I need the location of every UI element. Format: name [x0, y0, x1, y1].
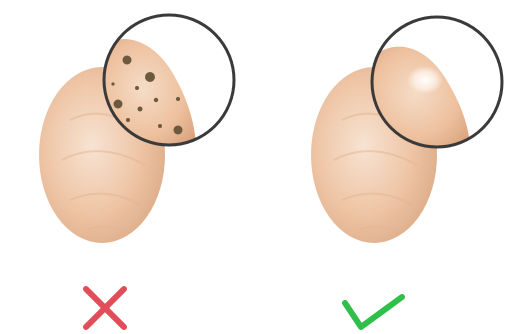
shine-highlight	[407, 66, 443, 94]
panel-incorrect	[39, 10, 240, 327]
check-mark-icon	[345, 297, 402, 327]
cross-mark-icon	[86, 289, 124, 327]
panel-correct	[311, 12, 508, 327]
